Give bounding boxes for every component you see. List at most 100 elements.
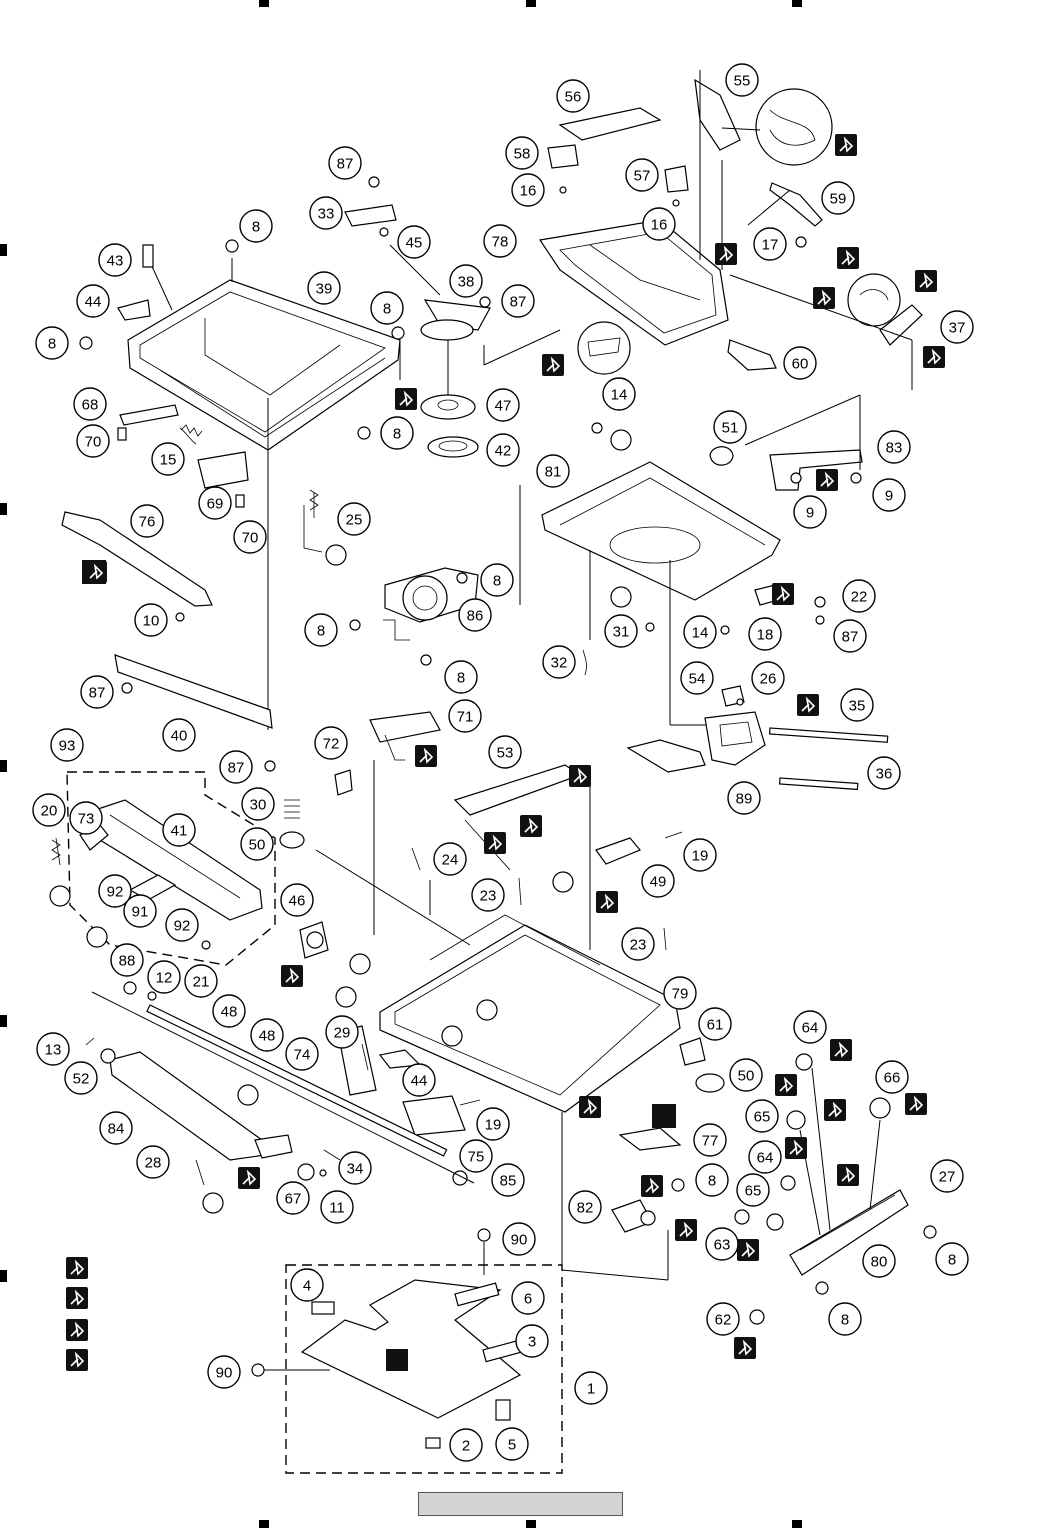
callout-circle — [842, 579, 876, 613]
part-label-47: 47 — [486, 388, 520, 422]
page-number-box — [418, 1492, 623, 1516]
callout-circle — [162, 718, 196, 752]
callout-circle — [304, 613, 338, 647]
part-label-19: 19 — [683, 838, 717, 872]
part-number: 19 — [485, 1117, 502, 1134]
part-label-41: 41 — [162, 813, 196, 847]
part-label-38: 38 — [449, 264, 483, 298]
part-label-14: 14 — [602, 377, 636, 411]
part-label-6: 6 — [511, 1281, 545, 1315]
part-label-55: 55 — [725, 63, 759, 97]
part-label-80: 80 — [862, 1244, 896, 1278]
part-number: 28 — [145, 1155, 162, 1172]
part-number: 65 — [745, 1183, 762, 1200]
part-number: 34 — [347, 1161, 364, 1178]
part-number: 80 — [871, 1254, 888, 1271]
part-label-12: 12 — [147, 960, 181, 994]
part-number: 72 — [323, 736, 340, 753]
callout-circle — [833, 619, 867, 653]
callout-circle — [285, 1037, 319, 1071]
part-label-87: 87 — [501, 284, 535, 318]
callout-circle — [501, 284, 535, 318]
part-number: 70 — [242, 530, 259, 547]
part-number: 8 — [317, 623, 325, 640]
marker-square — [386, 1349, 408, 1371]
part-number: 12 — [156, 970, 173, 987]
part-number: 14 — [692, 625, 709, 642]
callout-circle — [683, 615, 717, 649]
part-label-65: 65 — [736, 1173, 770, 1207]
part-label-50: 50 — [729, 1058, 763, 1092]
part-label-4: 4 — [290, 1268, 324, 1302]
grease-icon — [813, 287, 835, 309]
callout-circle — [134, 603, 168, 637]
callout-circle — [36, 1032, 70, 1066]
part-label-86: 86 — [458, 598, 492, 632]
callout-circle — [241, 787, 275, 821]
callout-circle — [290, 1268, 324, 1302]
part-label-87: 87 — [833, 619, 867, 653]
callout-circle — [207, 1355, 241, 1389]
part-label-53: 53 — [488, 735, 522, 769]
part-number: 18 — [757, 627, 774, 644]
callout-circle — [511, 173, 545, 207]
part-label-61: 61 — [698, 1007, 732, 1041]
part-label-14: 14 — [683, 615, 717, 649]
callout-circle — [99, 1111, 133, 1145]
callout-circle — [621, 927, 655, 961]
callout-circle — [940, 310, 974, 344]
part-label-9: 9 — [872, 478, 906, 512]
grease-icon — [579, 1096, 601, 1118]
part-label-26: 26 — [751, 661, 785, 695]
part-number: 22 — [851, 589, 868, 606]
part-label-78: 78 — [483, 224, 517, 258]
callout-circle — [625, 158, 659, 192]
part-number: 29 — [334, 1025, 351, 1042]
part-label-39: 39 — [307, 271, 341, 305]
part-number: 83 — [886, 440, 903, 457]
part-number: 2 — [462, 1438, 470, 1455]
part-number: 51 — [722, 420, 739, 437]
callout-circle — [370, 291, 404, 325]
callout-circle — [536, 454, 570, 488]
part-number: 13 — [45, 1042, 62, 1059]
part-label-24: 24 — [433, 842, 467, 876]
part-number: 16 — [651, 217, 668, 234]
part-label-15: 15 — [151, 442, 185, 476]
part-label-30: 30 — [241, 787, 275, 821]
part-number: 9 — [806, 505, 814, 522]
part-number: 45 — [406, 235, 423, 252]
part-number: 50 — [738, 1068, 755, 1085]
part-number: 43 — [107, 253, 124, 270]
part-label-58: 58 — [505, 136, 539, 170]
small-parts-top-left — [61, 239, 405, 772]
callout-circle — [325, 1015, 359, 1049]
grease-icon — [734, 1337, 756, 1359]
part-label-67: 67 — [276, 1181, 310, 1215]
callout-circle — [698, 1007, 732, 1041]
part-label-48: 48 — [250, 1018, 284, 1052]
callout-circle — [641, 864, 675, 898]
grease-icon — [484, 832, 506, 854]
callout-circle — [706, 1302, 740, 1336]
grease-icon — [923, 346, 945, 368]
part-number: 19 — [692, 848, 709, 865]
part-number: 27 — [939, 1169, 956, 1186]
part-number: 1 — [587, 1381, 595, 1398]
part-number: 86 — [467, 608, 484, 625]
grease-icon — [830, 1039, 852, 1061]
grease-icon — [520, 815, 542, 837]
part-label-16: 16 — [642, 207, 676, 241]
callout-circle — [198, 486, 232, 520]
lower-left-parts — [85, 981, 475, 1214]
callout-circle — [320, 1190, 354, 1224]
callout-circle — [495, 1427, 529, 1461]
grease-icon — [569, 765, 591, 787]
callout-circle — [745, 1099, 779, 1133]
callout-circle — [604, 614, 638, 648]
part-label-70: 70 — [233, 520, 267, 554]
callout-circle — [488, 735, 522, 769]
grease-icon — [837, 1164, 859, 1186]
callout-circle — [123, 894, 157, 928]
